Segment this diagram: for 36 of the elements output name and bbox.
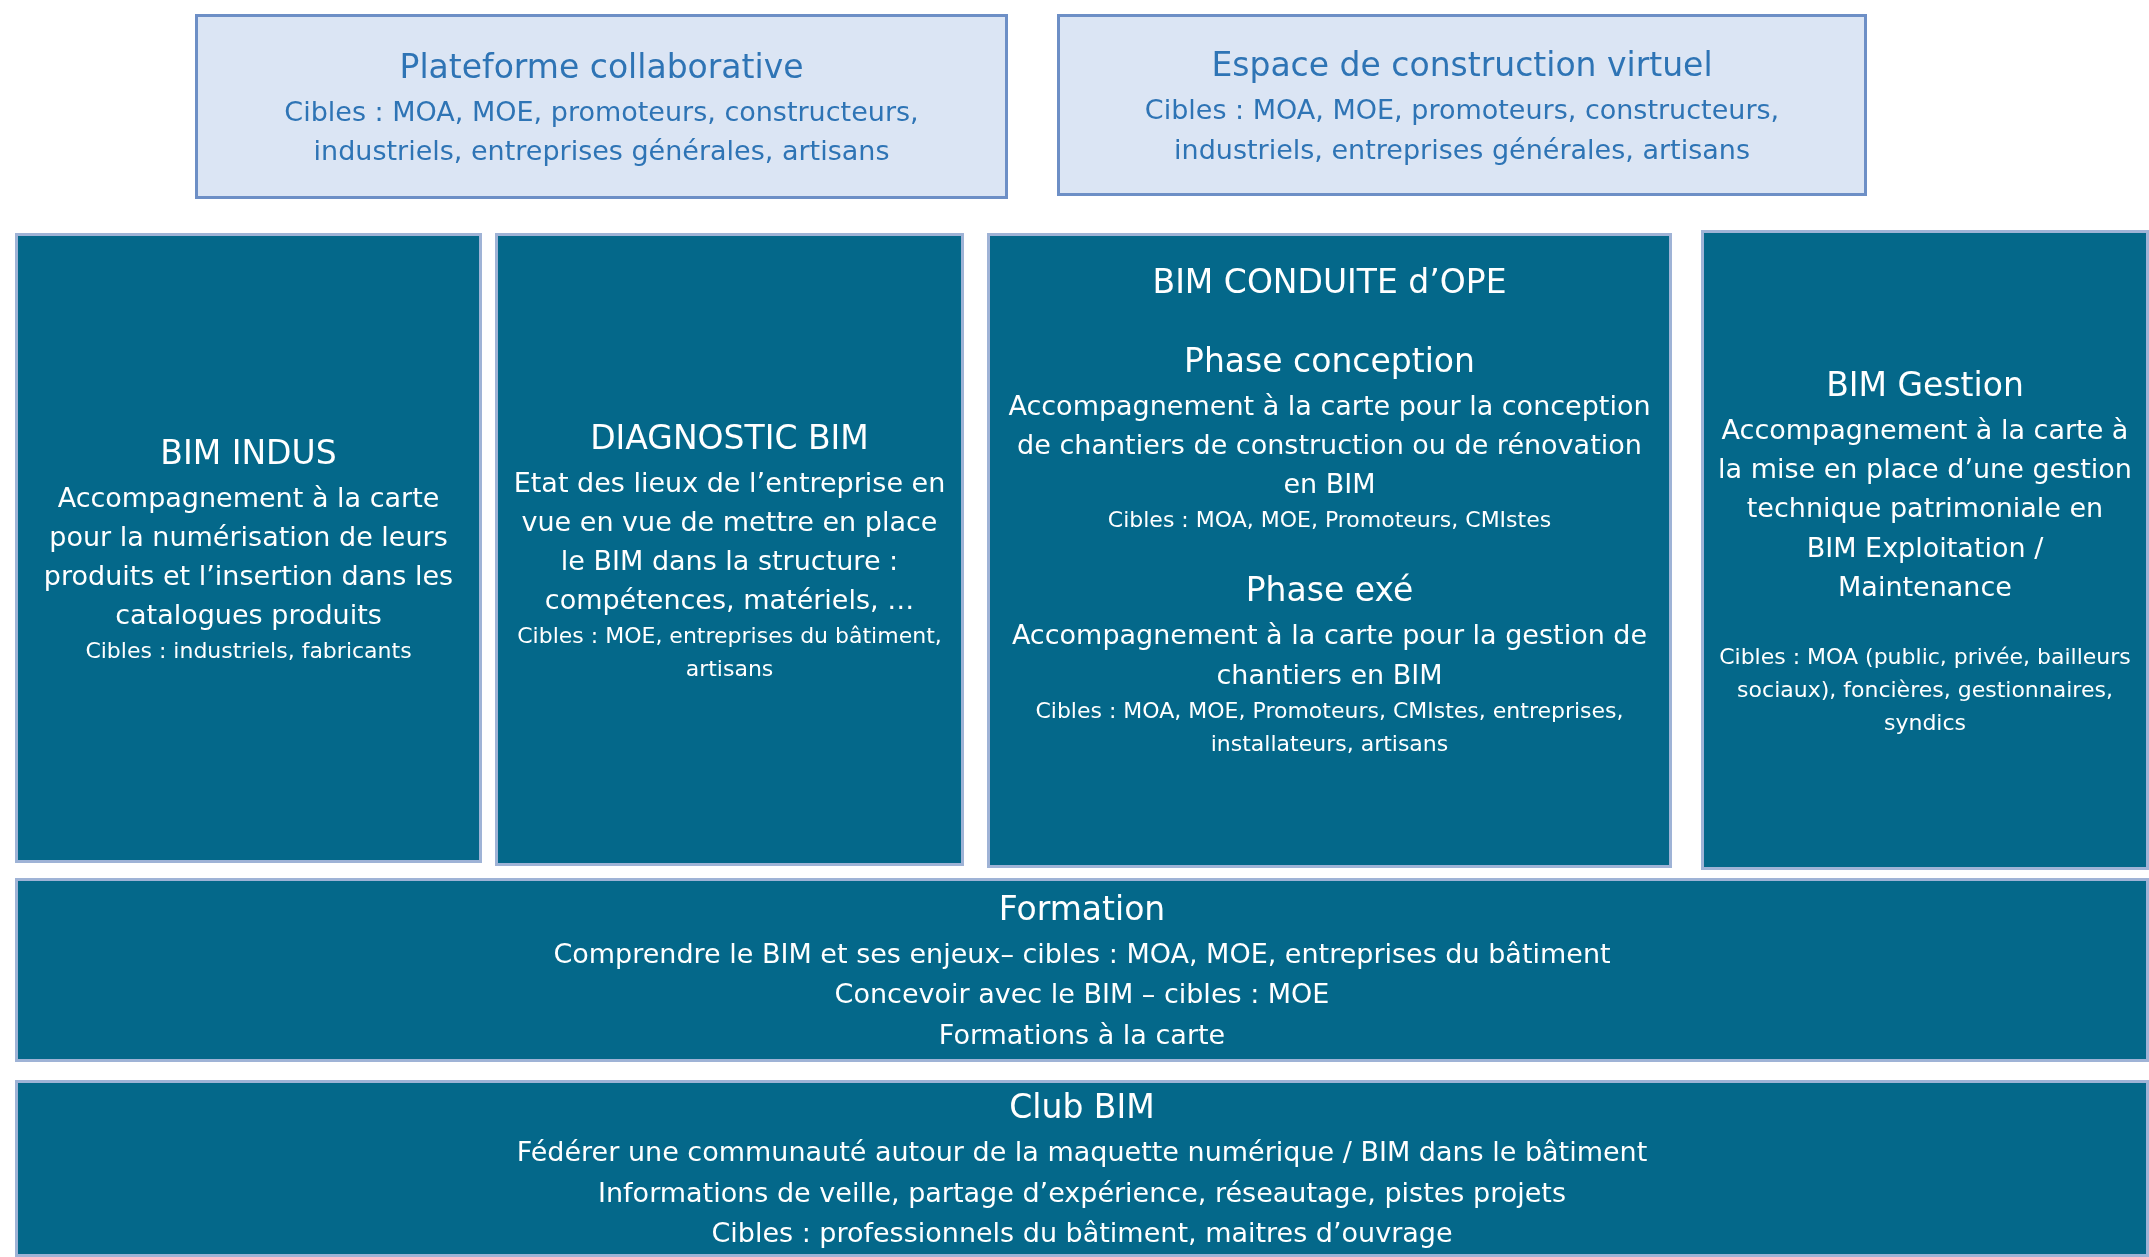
description-text: Accompagnement à la carte pour la gestion de chantiers en BIM bbox=[1010, 618, 1649, 692]
description-text: Etat des lieux de l’entreprise en vue en vue de mettre en place le BIM dans la structure : compétences, matériels, … bbox=[512, 465, 947, 618]
box-title: BIM INDUS bbox=[160, 432, 337, 472]
box-title: Formation bbox=[998, 888, 1166, 928]
description-line: Formations à la carte bbox=[938, 1017, 1226, 1052]
description-line: Concevoir avec le BIM – cibles : MOE bbox=[834, 977, 1330, 1012]
phase-title: Phase conception bbox=[1184, 341, 1475, 380]
description-line: Informations de veille, partage d’expérience, réseautage, pistes projets bbox=[598, 1175, 1566, 1210]
box-title: Espace de construction virtuel bbox=[1211, 45, 1713, 85]
box-title: DIAGNOSTIC BIM bbox=[590, 417, 869, 457]
description-line: Cibles : professionnels du bâtiment, maitres d’ouvrage bbox=[711, 1216, 1453, 1251]
description-text: Cibles : MOA, MOE, promoteurs, constructeurs, industriels, entreprises générales, artisans bbox=[283, 94, 920, 168]
phase-title: Phase exé bbox=[1245, 570, 1414, 610]
targets-text: Cibles : MOA, MOE, Promoteurs, CMIstes, entreprises, installateurs, artisans bbox=[1034, 696, 1625, 758]
box-title: Club BIM bbox=[1009, 1087, 1155, 1127]
description-text: Accompagnement à la carte pour la conception de chantiers de construction ou de rénovation en BIM bbox=[1007, 389, 1652, 502]
targets-text: Cibles : MOE, entreprises du bâtiment, artisans bbox=[516, 622, 943, 684]
targets-text: Cibles : MOA (public, privée, bailleurs sociaux), foncières, gestionnaires, syndics bbox=[1718, 642, 2132, 737]
service-box bbox=[495, 233, 964, 866]
box-title: Plateforme collaborative bbox=[399, 46, 804, 86]
targets-text: Cibles : MOA, MOE, Promoteurs, CMIstes bbox=[1107, 506, 1552, 535]
service-box bbox=[1701, 230, 2149, 870]
description-line: Fédérer une communauté autour de la maquette numérique / BIM dans le bâtiment bbox=[516, 1135, 1648, 1170]
service-box bbox=[195, 14, 1008, 199]
service-box bbox=[987, 233, 1672, 868]
description-text: Accompagnement à la carte à la mise en place d’une gestion technique patrimoniale en BIM Exploitation / Maintenance bbox=[1718, 413, 2132, 604]
service-box bbox=[15, 233, 482, 863]
description-text: Cibles : MOA, MOE, promoteurs, constructeurs, industriels, entreprises générales, artisans bbox=[1143, 93, 1781, 167]
service-box bbox=[1057, 14, 1867, 196]
service-band bbox=[15, 1080, 2149, 1257]
targets-text: Cibles : industriels, fabricants bbox=[85, 637, 412, 666]
description-text: Accompagnement à la carte pour la numérisation de leurs produits et l’insertion dans les catalogues produits bbox=[42, 480, 455, 633]
description-line: Comprendre le BIM et ses enjeux– cibles : MOA, MOE, entreprises du bâtiment bbox=[553, 936, 1611, 971]
service-band bbox=[15, 878, 2149, 1062]
box-title: BIM CONDUITE d’OPE bbox=[1152, 262, 1507, 301]
box-title: BIM Gestion bbox=[1826, 365, 2024, 405]
